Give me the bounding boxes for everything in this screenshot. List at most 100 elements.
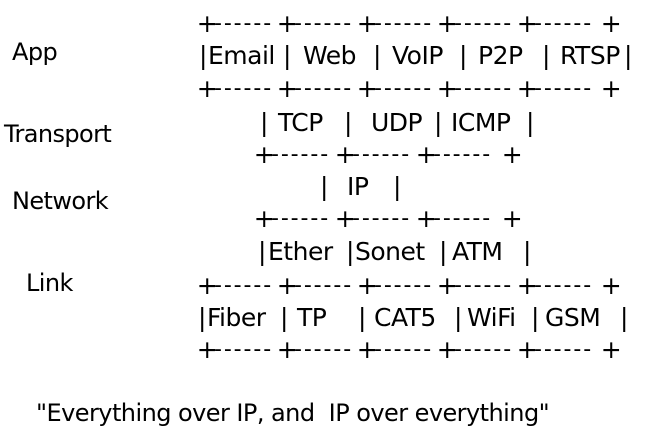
protocol-cell-wifi: WiFi <box>467 303 516 332</box>
cell-divider: | <box>434 108 442 137</box>
border-5: +------+------+------+------+------+ <box>0 270 649 302</box>
border-corner: + <box>600 74 622 103</box>
border-corner: + <box>196 335 218 364</box>
border-dashes: ------ <box>433 142 493 167</box>
border-dashes: ------ <box>294 337 354 362</box>
border-dashes: ------ <box>214 76 274 101</box>
border-dashes: ------ <box>214 273 274 298</box>
border-corner: + <box>253 140 275 169</box>
border-corner: + <box>516 271 538 300</box>
border-dashes: ------ <box>294 76 354 101</box>
border-corner: + <box>276 74 298 103</box>
border-dashes: ------ <box>294 11 354 36</box>
border-corner: + <box>334 140 356 169</box>
border-corner: + <box>276 271 298 300</box>
protocol-cell-ip: IP <box>347 172 369 201</box>
protocol-cell-sonet: Sonet <box>355 237 425 266</box>
cell-divider: | <box>439 237 447 266</box>
border-corner: + <box>436 9 458 38</box>
border-corner: + <box>436 271 458 300</box>
border-dashes: ------ <box>271 206 331 231</box>
border-dashes: ------ <box>374 76 434 101</box>
border-1: +------+------+------+------+------+ <box>0 8 649 40</box>
cell-divider: | <box>199 41 207 70</box>
border-dashes: ------ <box>294 273 354 298</box>
border-dashes: ------ <box>454 76 514 101</box>
border-dashes: ------ <box>454 273 514 298</box>
border-corner: + <box>516 74 538 103</box>
cell-divider: | <box>320 172 328 201</box>
border-corner: + <box>415 204 437 233</box>
protocol-cell-web: Web <box>303 41 357 70</box>
border-corner: + <box>276 9 298 38</box>
border-dashes: ------ <box>271 142 331 167</box>
cell-divider: | <box>260 108 268 137</box>
border-dashes: ------ <box>454 337 514 362</box>
layer-label-link: Link <box>26 269 73 297</box>
border-dashes: ------ <box>534 76 594 101</box>
cell-divider: | <box>198 303 206 332</box>
border-dashes: ------ <box>214 337 274 362</box>
border-corner: + <box>415 140 437 169</box>
border-corner: + <box>501 204 523 233</box>
cell-divider: | <box>454 303 462 332</box>
protocol-cell-email: Email <box>208 41 275 70</box>
border-dashes: ------ <box>374 273 434 298</box>
cell-divider: | <box>346 237 354 266</box>
protocol-cell-gsm: GSM <box>545 303 601 332</box>
transport-row: | | | | TCP UDP ICMP <box>0 107 649 139</box>
border-4: +------+------+------+ <box>0 203 649 235</box>
cell-divider: | <box>373 41 381 70</box>
border-corner: + <box>334 204 356 233</box>
protocol-cell-udp: UDP <box>371 108 423 137</box>
border-dashes: ------ <box>374 11 434 36</box>
border-corner: + <box>196 74 218 103</box>
border-corner: + <box>600 9 622 38</box>
border-corner: + <box>501 140 523 169</box>
border-corner: + <box>436 335 458 364</box>
protocol-cell-icmp: ICMP <box>451 108 511 137</box>
cell-divider: | <box>459 41 467 70</box>
protocol-cell-cat5: CAT5 <box>374 303 436 332</box>
border-corner: + <box>356 271 378 300</box>
protocol-cell-atm: ATM <box>452 237 503 266</box>
border-dashes: ------ <box>352 206 412 231</box>
layer-label-app: App <box>12 38 58 66</box>
cell-divider: | <box>258 237 266 266</box>
border-dashes: ------ <box>454 11 514 36</box>
cell-divider: | <box>531 303 539 332</box>
border-corner: + <box>436 74 458 103</box>
protocol-cell-tcp: TCP <box>278 108 323 137</box>
cell-divider: | <box>526 108 534 137</box>
layer-label-network: Network <box>12 187 109 215</box>
border-corner: + <box>516 335 538 364</box>
cell-divider: | <box>523 237 531 266</box>
protocol-cell-p2p: P2P <box>478 41 523 70</box>
border-dashes: ------ <box>433 206 493 231</box>
protocol-cell-fiber: Fiber <box>207 303 266 332</box>
border-6: +------+------+------+------+------+ <box>0 334 649 366</box>
border-corner: + <box>196 9 218 38</box>
border-corner: + <box>356 9 378 38</box>
cell-divider: | <box>620 303 628 332</box>
cell-divider: | <box>283 41 291 70</box>
border-dashes: ------ <box>534 11 594 36</box>
border-dashes: ------ <box>534 337 594 362</box>
border-dashes: ------ <box>534 273 594 298</box>
protocol-cell-tp: TP <box>297 303 327 332</box>
border-corner: + <box>356 335 378 364</box>
border-corner: + <box>196 271 218 300</box>
cell-divider: | <box>542 41 550 70</box>
border-corner: + <box>253 204 275 233</box>
border-3: +------+------+------+ <box>0 139 649 171</box>
cell-divider: | <box>344 108 352 137</box>
cell-divider: | <box>393 172 401 201</box>
layer-label-transport: Transport <box>4 120 112 148</box>
border-2: +------+------+------+------+------+ <box>0 73 649 105</box>
border-corner: + <box>516 9 538 38</box>
border-corner: + <box>600 335 622 364</box>
border-dashes: ------ <box>352 142 412 167</box>
slogan-caption: "Everything over IP, and IP over everyth… <box>36 399 550 427</box>
